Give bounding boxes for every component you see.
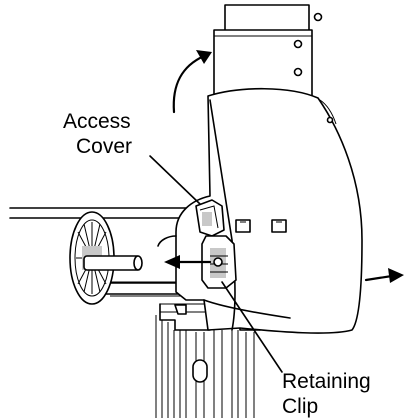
rotate-arrow: [172, 50, 212, 114]
bracket: [213, 4, 323, 97]
access-cover-label-line1: Access: [63, 110, 131, 133]
retaining-clip-leader: [221, 281, 283, 373]
access-cover: [195, 199, 225, 237]
access-cover-leader: [149, 155, 201, 205]
pull-left-arrow: [164, 255, 212, 269]
pull-right-arrow: [364, 268, 404, 283]
access-cover-label-line2: Cover: [76, 135, 132, 158]
retaining-clip-label-line1: Retaining: [282, 370, 371, 393]
retaining-clip-label-line2: Clip: [282, 395, 318, 418]
end-cap: [69, 211, 143, 305]
housing: [157, 87, 363, 334]
